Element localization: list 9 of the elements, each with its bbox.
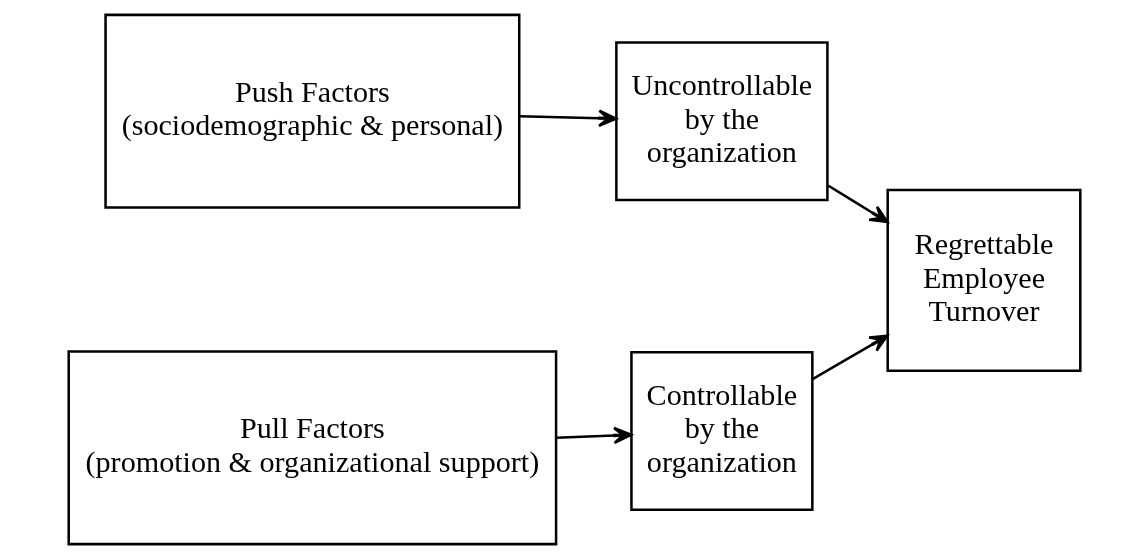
node-box: Uncontrollable by the organization [614, 41, 829, 202]
arrow [826, 184, 889, 224]
node-box: Controllable by the organization [629, 351, 814, 512]
arrow [519, 109, 617, 128]
arrow [811, 334, 889, 381]
node-box: Regrettable Employee Turnover [885, 188, 1082, 373]
node-box: Pull Factors (promotion & organizational support) [66, 350, 557, 546]
arrow [555, 426, 632, 445]
node-box: Push Factors (sociodemographic & personal) [103, 13, 520, 209]
